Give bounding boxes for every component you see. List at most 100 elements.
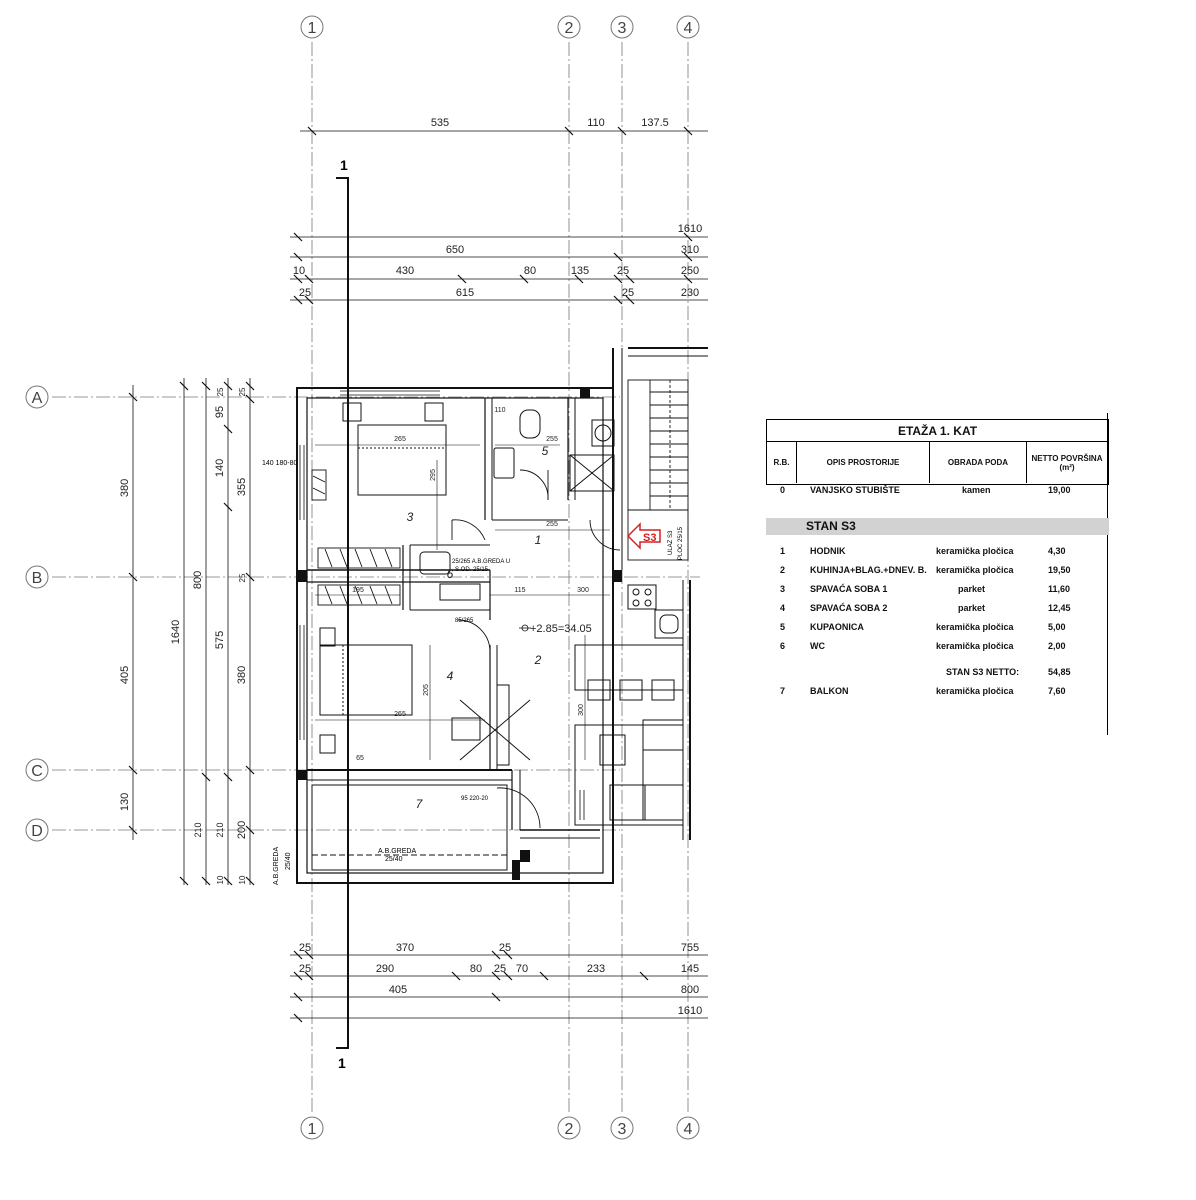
windows [299, 390, 585, 820]
dim-430: 430 [396, 265, 414, 277]
dim-l-25-a: 25 [238, 387, 247, 396]
dim-137-5: 137.5 [641, 117, 669, 129]
dim-l-10-b: 10 [216, 875, 225, 884]
dim-b-233: 233 [587, 963, 605, 975]
dim-b-25-c: 25 [299, 963, 311, 975]
level-mark: +2.85=34.05 [530, 623, 592, 635]
room-label-7: 7 [416, 797, 424, 811]
dim-l-95: 95 [214, 406, 226, 418]
room-label-3: 3 [407, 510, 414, 524]
axis-label-row-a: A [32, 390, 43, 407]
inner-dim-65: 65 [356, 755, 364, 762]
beam-label-center: 25/265 A.B.GREDA U [452, 559, 510, 565]
beam-size-left: 25/40 [285, 852, 292, 870]
table-row: 2 KUHINJA+BLAG.+DNEV. B. keramička ploči… [780, 565, 1071, 575]
kitchen-furniture [574, 584, 684, 826]
wardrobe-hatching [311, 469, 401, 606]
section-marker-bottom: 1 [338, 1055, 346, 1071]
table-row: 1 HODNIK keramička pločica 4,30 [780, 546, 1066, 556]
entry-marker-s3 [626, 522, 661, 550]
dim-l-200: 200 [236, 821, 248, 839]
header-povrsina: NETTO POVRŠINA (m²) [1031, 453, 1103, 472]
structural-columns [297, 388, 622, 880]
dim-b-370: 370 [396, 942, 414, 954]
dim-b-1610: 1610 [678, 1005, 702, 1017]
axis-label-col-1-top: 1 [308, 20, 317, 37]
room-number-labels: 1 2 3 4 5 6 7 [407, 444, 549, 811]
dim-l-575: 575 [214, 631, 226, 649]
axis-label-col-4-top: 4 [684, 20, 693, 37]
level-symbol [519, 624, 531, 632]
dim-25-b: 25 [299, 287, 311, 299]
axis-labels: 1 2 3 4 1 2 3 4 A B C D [31, 20, 692, 1138]
dim-1610-top: 1610 [678, 223, 702, 235]
section-band: STAN S3 [766, 518, 1109, 535]
bottom-dim-texts: 25 370 25 755 25 290 80 25 70 233 145 40… [299, 942, 702, 1017]
dim-650: 650 [446, 244, 464, 256]
dim-b-25-d: 25 [494, 963, 506, 975]
staircase [627, 379, 689, 561]
bed-room-4 [319, 627, 413, 754]
room-label-4: 4 [447, 669, 454, 683]
dim-b-80: 80 [470, 963, 482, 975]
dim-535: 535 [431, 117, 449, 129]
dim-135: 135 [571, 265, 589, 277]
dim-10: 10 [293, 265, 305, 277]
axis-label-row-c: C [31, 763, 43, 780]
stair-text-1: ULAZ S3 [668, 530, 674, 555]
table-total-row: STAN S3 NETTO: 54,85 [946, 667, 1071, 677]
axis-label-col-4-bottom: 4 [684, 1121, 693, 1138]
table-row: 7 BALKON keramička pločica 7,60 [780, 686, 1066, 696]
dim-b-755: 755 [681, 942, 699, 954]
interior-walls [307, 398, 600, 839]
bottom-dimension-lines [290, 954, 708, 1019]
table-row: 5 KUPAONICA keramička pločica 5,00 [780, 622, 1066, 632]
left-dimension-lines [132, 378, 251, 885]
room-label-1: 1 [535, 533, 542, 547]
axis-label-col-2-top: 2 [565, 20, 574, 37]
inner-dim-texts: 265 265 255 255 295 205 195 115 300 300 … [352, 407, 589, 762]
dim-b-290: 290 [376, 963, 394, 975]
inner-dim-300-b: 300 [578, 704, 585, 716]
dim-l-210-b: 210 [215, 822, 225, 837]
right-wall [612, 347, 708, 840]
axis-label-row-d: D [31, 823, 43, 840]
axis-label-col-3-bottom: 3 [618, 1121, 627, 1138]
dim-b-70: 70 [516, 963, 528, 975]
bathroom-fixtures [419, 409, 615, 601]
room-label-2: 2 [534, 653, 542, 667]
axis-label-col-1-bottom: 1 [308, 1121, 317, 1138]
dim-250: 250 [681, 265, 699, 277]
inner-dim-205: 205 [423, 684, 430, 696]
dim-l-130: 130 [119, 793, 131, 811]
axis-label-row-b: B [32, 570, 43, 587]
table-row: 0 VANJSKO STUBIŠTE kamen 19,00 [780, 485, 1071, 495]
beam-label-center-b: S.OD. 25/15 [455, 567, 489, 573]
room-label-5: 5 [542, 444, 549, 458]
inner-dim-255-a: 255 [546, 436, 558, 443]
axis-bubbles [25, 15, 700, 1140]
dim-b-25-a: 25 [299, 942, 311, 954]
dim-b-25-b: 25 [499, 942, 511, 954]
inner-dim-295: 295 [430, 469, 437, 481]
dim-l-1640: 1640 [170, 620, 182, 644]
dim-l-25-c: 25 [238, 573, 247, 582]
section-line [336, 177, 349, 1049]
dim-b-800: 800 [681, 984, 699, 996]
bottom-dim-ticks [293, 950, 649, 1023]
dim-l-405: 405 [119, 666, 131, 684]
window-label-1: 140 180-80 [262, 460, 298, 467]
beam-size-balcony: 25/40 [385, 856, 403, 863]
table-row: 4 SPAVAĆA SOBA 2 parket 12,45 [780, 603, 1071, 613]
inner-dimension-lines [315, 444, 610, 760]
inner-dim-110: 110 [494, 407, 505, 414]
section-marker-top: 1 [340, 157, 348, 173]
header-opis: OPIS PROSTORIJE [797, 442, 930, 483]
left-dim-texts: 380 405 130 1640 800 95 140 575 355 380 … [119, 387, 248, 884]
top-dimension-lines [290, 130, 708, 301]
exterior-walls [296, 387, 614, 884]
dim-l-210-a: 210 [193, 822, 203, 837]
window-label-2: 85/265 [455, 618, 474, 624]
dim-l-380: 380 [119, 479, 131, 497]
